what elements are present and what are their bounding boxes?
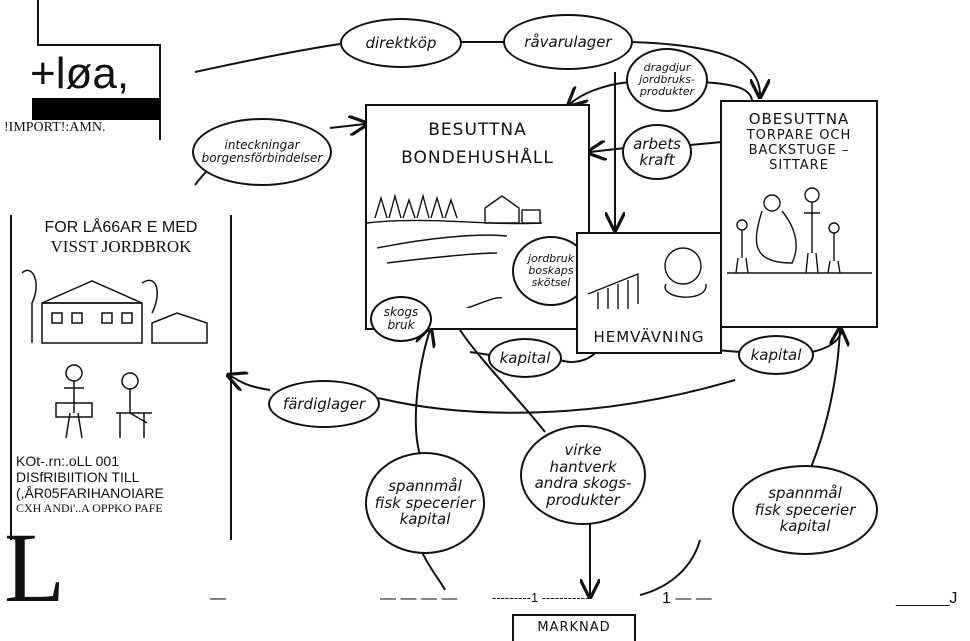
hemvavning-label: HEMVÄVNING	[593, 328, 705, 346]
logo-text: +løa,	[30, 49, 130, 98]
panel-caption-1: KOt-.rn:.oLL 001	[16, 453, 119, 469]
obesuttna-line1: OBESUTTNA	[748, 110, 850, 128]
corner-logo: +løa, !IMPORT!:AMN.	[4, 49, 165, 140]
obesuttna-line2: TORPARE OCH	[746, 128, 852, 143]
manor-illustration	[21, 269, 208, 439]
weaving-illustration	[587, 247, 707, 309]
bottom-rule-seg3: ---------1 -----------	[492, 590, 590, 605]
important-label: !IMPORT!:AMN.	[4, 120, 106, 135]
big-letter: L	[4, 512, 66, 623]
hemvavning-box: HEMVÄVNING	[576, 232, 722, 354]
node-kapital-right: kapital	[738, 335, 814, 375]
redaction-bar	[32, 98, 160, 120]
family-illustration	[727, 187, 872, 274]
left-panel: FOR LÅ66AR E MED VISST JORDBROK KOt-.rn:…	[10, 215, 232, 540]
node-kapital-left: kapital	[488, 338, 562, 378]
node-fardiglager: färdiglager	[268, 380, 380, 428]
node-ravarulager: råvarulager	[503, 14, 633, 70]
marknad-box: MARKNAD	[512, 614, 636, 641]
node-spannmal-right: spannmål fisk specerier kapital	[732, 465, 878, 555]
obesuttna-line4: SITTARE	[769, 158, 829, 173]
node-dragdjur: dragdjur jordbruks- produkter	[626, 48, 708, 112]
besuttna-line1: BESUTTNA	[428, 120, 527, 140]
node-inteckningar: inteckningar borgensförbindelser	[192, 118, 332, 186]
bottom-rule-seg2: — — — —	[380, 590, 458, 607]
panel-caption-3: (,ÅR05FARIHANOIARE	[16, 485, 164, 501]
node-virke: virke hantverk andra skogs- produkter	[520, 425, 646, 525]
panel-caption-4: CXH ANDi'..A OPPKO PAFE	[16, 501, 163, 515]
bottom-rule-seg5: ______J	[896, 590, 958, 607]
bottom-rule-seg4: 1 — —	[662, 590, 712, 607]
node-direktkop: direktköp	[340, 18, 462, 68]
bottom-rule-seg1: —	[210, 590, 226, 607]
farm-illustration	[367, 193, 543, 308]
node-skogsbruk: skogs bruk	[370, 296, 432, 342]
node-spannmal-left: spannmål fisk specerier kapital	[365, 452, 485, 554]
panel-heading-1: FOR LÅ66AR E MED	[44, 219, 198, 236]
panel-heading-2: VISST JORDBROK	[50, 237, 192, 256]
panel-caption-2: DISfRIBIITION TILL	[16, 469, 140, 485]
obesuttna-line3: BACKSTUGE –	[748, 143, 850, 158]
besuttna-line2: BONDEHUSHÅLL	[401, 148, 554, 168]
obesuttna-box: OBESUTTNA TORPARE OCH BACKSTUGE – SITTAR…	[720, 100, 878, 328]
node-arbetskraft: arbets kraft	[622, 124, 692, 180]
